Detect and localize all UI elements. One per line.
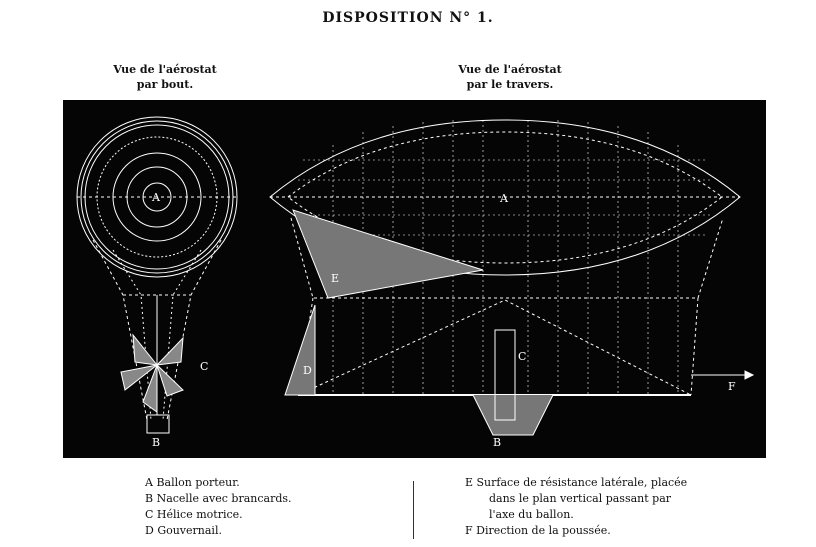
label-d: D	[303, 364, 312, 377]
legend-item-continued: dans le plan vertical passant par	[489, 492, 672, 505]
propeller-side	[494, 329, 516, 421]
legend-right: E Surface de résistance latérale, placée…	[465, 475, 687, 539]
nacelle-keel	[472, 394, 554, 436]
label-e: E	[331, 272, 339, 285]
caption-line: par le travers.	[466, 78, 554, 91]
caption-line: Vue de l'aérostat	[458, 63, 562, 76]
caption-end-view: Vue de l'aérostat par bout.	[100, 62, 230, 92]
caption-side-view: Vue de l'aérostat par le travers.	[430, 62, 590, 92]
legend-item: F Direction de la poussée.	[465, 524, 611, 537]
end-view	[76, 116, 238, 434]
caption-line: Vue de l'aérostat	[113, 63, 217, 76]
nacelle-end	[146, 414, 170, 434]
legend-item-continued: l'axe du ballon.	[489, 508, 574, 521]
legend-item: C Hélice motrice.	[145, 508, 243, 521]
legend-item: A Ballon porteur.	[145, 476, 240, 489]
label-c-side: C	[518, 350, 526, 363]
rudder	[284, 304, 316, 396]
label-b-end: B	[152, 436, 160, 449]
caption-line: par bout.	[136, 78, 194, 91]
legend-item: D Gouvernail.	[145, 524, 222, 537]
label-b-side: B	[493, 436, 501, 449]
airship-diagram: A C B A E D	[76, 116, 755, 449]
diagram-plate: A C B A E D	[63, 100, 766, 458]
legend-item: B Nacelle avec brancards.	[145, 492, 292, 505]
label-a-side: A	[499, 192, 509, 205]
page-title: DISPOSITION N° 1.	[322, 10, 494, 26]
lateral-surface	[292, 209, 484, 299]
label-c-end: C	[200, 360, 208, 373]
label-f: F	[728, 380, 736, 393]
legend-item: E Surface de résistance latérale, placée	[465, 476, 688, 489]
propeller-end	[120, 333, 184, 413]
label-a-end: A	[151, 191, 161, 204]
legend-divider	[413, 481, 414, 539]
legend-left: A Ballon porteur. B Nacelle avec brancar…	[145, 475, 292, 539]
